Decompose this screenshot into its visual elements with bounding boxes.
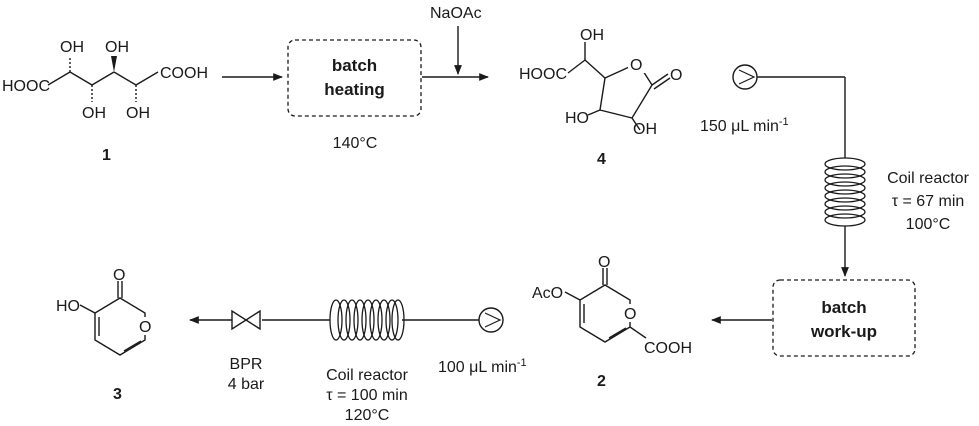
flow-step-2: 100 μL min-1 Coil reactor τ = 100 min 12… bbox=[189, 299, 527, 424]
compound-3-structure: O O HO 3 bbox=[56, 267, 153, 403]
c1-oh: OH bbox=[126, 105, 150, 122]
c3-ring-o: O bbox=[139, 319, 151, 336]
wedge-bond bbox=[111, 56, 117, 72]
ring-oxygen-bg bbox=[628, 56, 646, 73]
c1-oh: OH bbox=[105, 39, 129, 56]
compound-number-3: 3 bbox=[113, 386, 122, 403]
batch-heating-step: batch heating 140°C bbox=[287, 39, 422, 152]
bond bbox=[69, 71, 93, 86]
batch-heating-temperature: 140°C bbox=[333, 135, 378, 152]
ring-oxygen-bg bbox=[137, 317, 153, 335]
flow2-tau: τ = 100 min bbox=[326, 387, 407, 404]
c2-acid: COOH bbox=[644, 340, 692, 357]
c3-ho: HO bbox=[56, 298, 80, 315]
bond bbox=[651, 73, 669, 86]
c1-right-acid: COOH bbox=[160, 65, 208, 82]
compound-4-structure: O O HOOC OH HO OH 4 bbox=[519, 27, 682, 168]
batch-heating-line1: batch bbox=[332, 56, 377, 75]
flow-step-1: 150 μL min-1 Coil reactor τ = 67 min 100… bbox=[700, 64, 970, 277]
flow1-temperature: 100°C bbox=[906, 216, 951, 233]
bond bbox=[113, 71, 137, 86]
pump-icon-glyph bbox=[738, 69, 756, 85]
batch-heating-line2: heating bbox=[324, 80, 384, 99]
c1-oh: OH bbox=[82, 105, 106, 122]
c4-oh: OH bbox=[633, 121, 657, 138]
double-bond bbox=[608, 327, 627, 339]
compound-number-1: 1 bbox=[102, 147, 111, 164]
batch-workup-line2: work-up bbox=[810, 322, 877, 341]
double-bond bbox=[123, 340, 142, 352]
c4-ho: HO bbox=[565, 110, 589, 127]
bond bbox=[653, 77, 671, 90]
flow1-rate: 150 μL min-1 bbox=[700, 116, 789, 135]
bpr-label: BPR bbox=[230, 356, 263, 373]
bond bbox=[91, 71, 115, 86]
c2-aco: AcO bbox=[532, 285, 563, 302]
coil-reactor-1-icon bbox=[824, 157, 866, 227]
bond bbox=[79, 304, 96, 314]
bond bbox=[629, 326, 647, 339]
bond bbox=[567, 59, 586, 74]
c2-ring-o: O bbox=[624, 306, 636, 323]
flow1-reactor: Coil reactor bbox=[887, 170, 969, 187]
compound-1-structure: HOOC COOH OH OH OH OH 1 bbox=[2, 39, 208, 164]
compound-number-4: 4 bbox=[597, 151, 606, 168]
pump-icon-glyph bbox=[484, 312, 502, 328]
c4-acid: HOOC bbox=[519, 66, 567, 83]
bond bbox=[47, 71, 71, 86]
compound-number-2: 2 bbox=[597, 373, 606, 390]
bpr-pressure: 4 bar bbox=[228, 376, 265, 393]
c4-carbonyl-o: O bbox=[670, 67, 682, 84]
compound-2-structure: O O AcO COOH 2 bbox=[532, 254, 692, 390]
ring-oxygen-bg bbox=[622, 304, 638, 322]
c4-ring-o: O bbox=[630, 57, 642, 74]
coil-reactor-2-icon bbox=[329, 299, 405, 341]
bond bbox=[584, 59, 606, 79]
flow1-tau: τ = 67 min bbox=[892, 193, 965, 210]
bond bbox=[631, 117, 641, 131]
c2-carbonyl-o: O bbox=[598, 254, 610, 271]
c3-carbonyl-o: O bbox=[113, 267, 125, 284]
batch-heating-box bbox=[287, 39, 422, 117]
flow2-reactor: Coil reactor bbox=[326, 367, 408, 384]
flow2-temperature: 120°C bbox=[345, 407, 390, 424]
reagent-naoac: NaOAc bbox=[430, 5, 482, 22]
bond bbox=[564, 291, 581, 301]
batch-workup-step: batch work-up bbox=[772, 279, 916, 357]
batch-workup-box bbox=[772, 279, 916, 357]
c1-left-acid: HOOC bbox=[2, 78, 50, 95]
bpr-valve-icon bbox=[231, 309, 261, 331]
c4-oh-side: OH bbox=[580, 27, 604, 44]
flow2-rate: 100 μL min-1 bbox=[438, 357, 527, 376]
c1-oh: OH bbox=[60, 39, 84, 56]
bond bbox=[135, 71, 159, 86]
bond bbox=[587, 109, 601, 116]
batch-workup-line1: batch bbox=[821, 298, 866, 317]
